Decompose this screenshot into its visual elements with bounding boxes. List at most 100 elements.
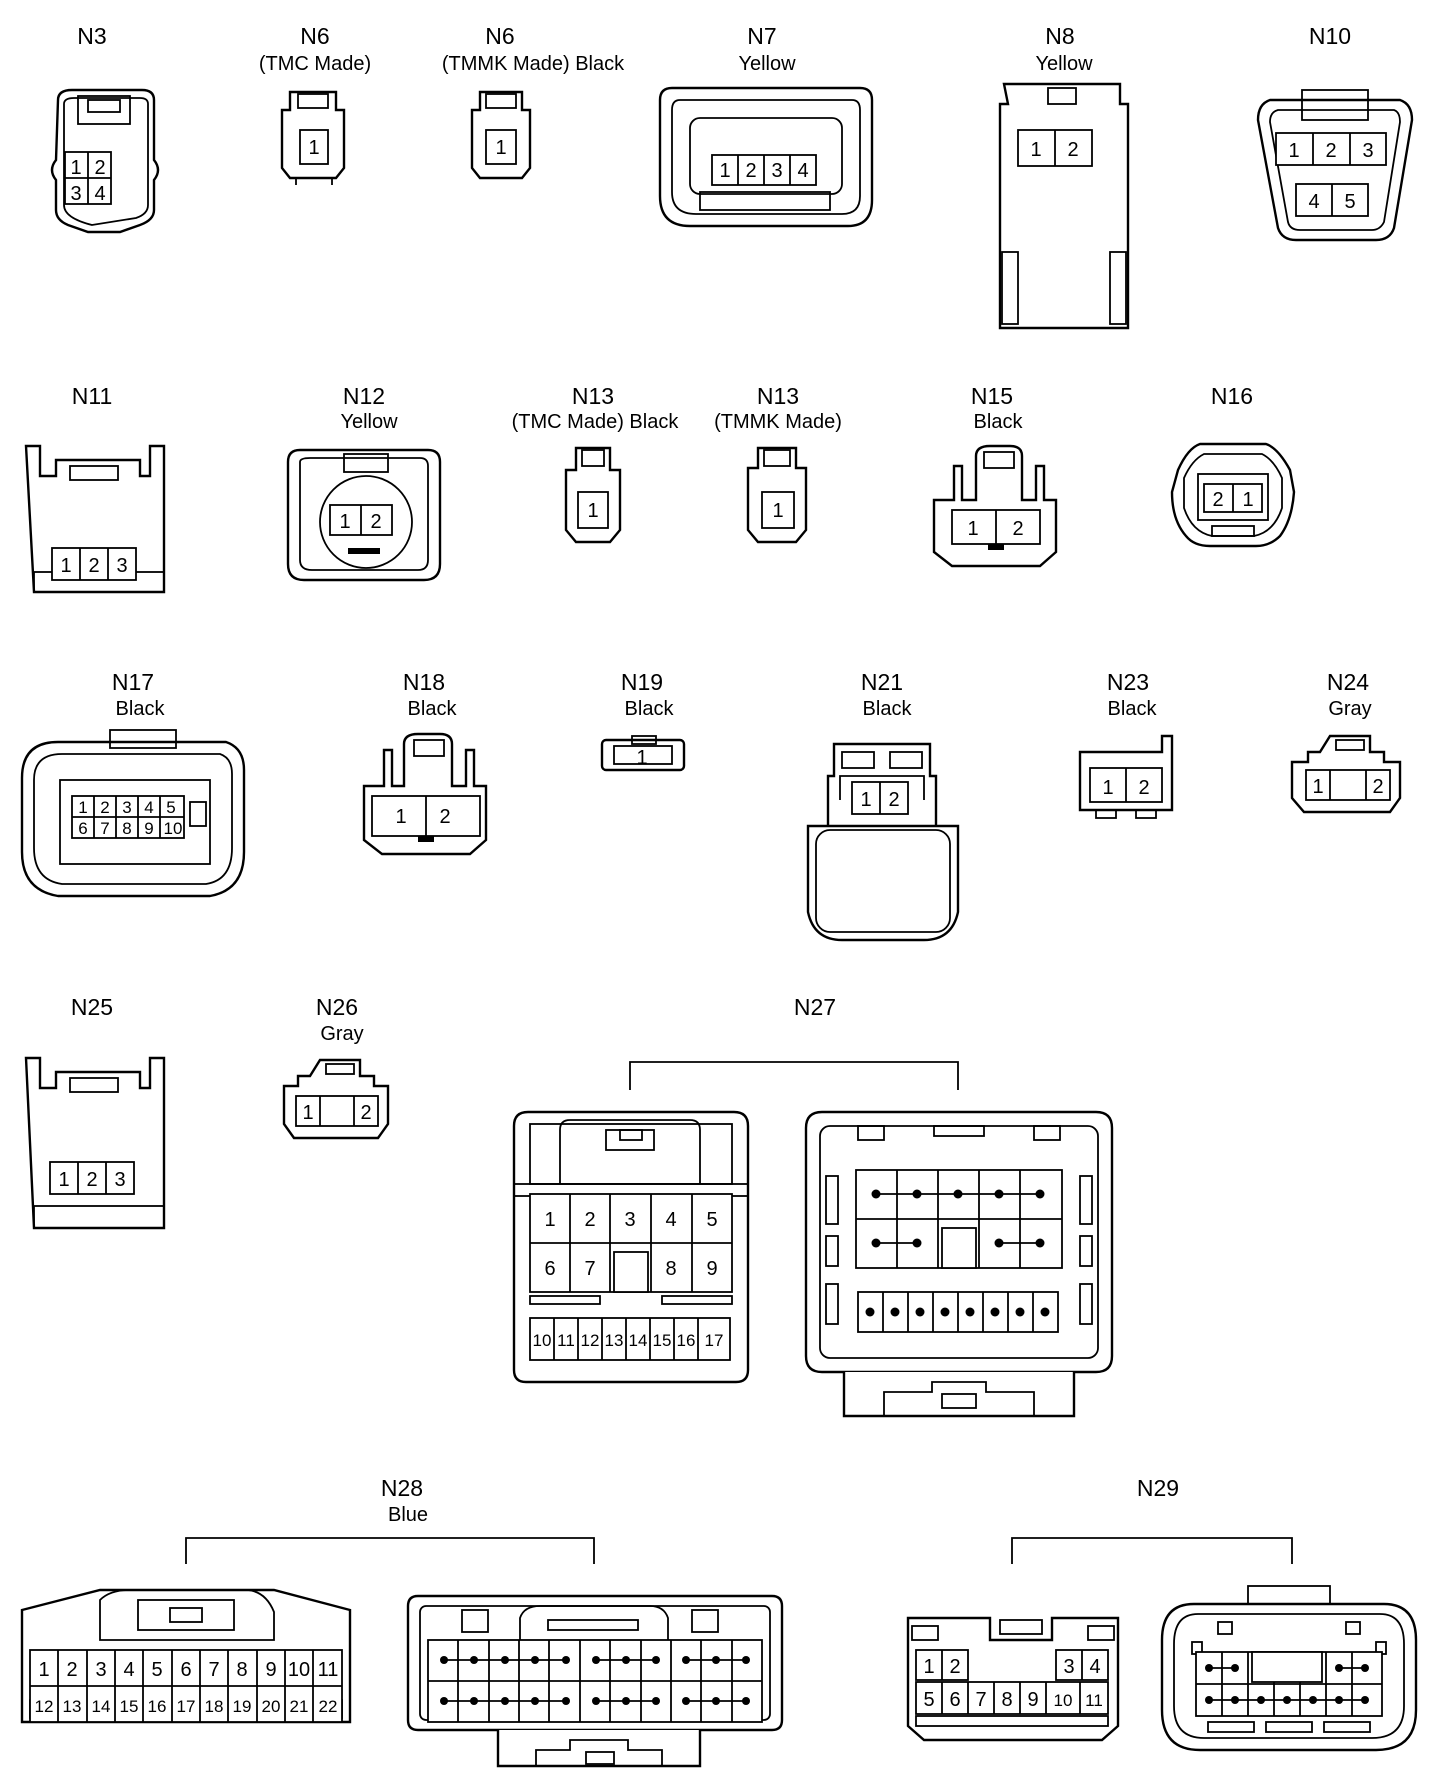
pin-label: 17 — [705, 1331, 724, 1350]
pin-label: 2 — [745, 160, 756, 182]
pin-label: 2 — [94, 157, 105, 179]
pin-label: 1 — [967, 518, 978, 540]
connector-n15: N15 Black 1 2 — [932, 383, 1058, 568]
pin-label: 6 — [78, 819, 87, 838]
connector-sublabel: Yellow — [340, 411, 398, 433]
connector-n7: N7 Yellow 1 2 3 4 — [658, 23, 874, 228]
pin-label: 6 — [180, 1659, 191, 1681]
pin-label: 16 — [148, 1697, 167, 1716]
pin-label: 6 — [544, 1258, 555, 1280]
pin-label: 10 — [533, 1331, 552, 1350]
pin-label: 2 — [370, 511, 381, 533]
connector-n27: N27 1 2 3 4 5 6 7 8 9 10 11 12 13 14 15 … — [512, 994, 1114, 1418]
connector-n24: N24 Gray 1 2 — [1290, 669, 1402, 814]
pin-label: 14 — [92, 1697, 111, 1716]
pin-label: 1 — [58, 1169, 69, 1191]
pin-label: 7 — [975, 1689, 986, 1711]
pin-label: 3 — [114, 1169, 125, 1191]
pin-label: 21 — [290, 1697, 309, 1716]
pin-label: 2 — [1372, 776, 1383, 798]
connector-sublabel: Blue — [388, 1504, 428, 1526]
pin-label: 5 — [166, 798, 175, 817]
connector-n17: N17 Black 1 2 3 4 5 6 7 8 9 10 — [20, 669, 246, 898]
connector-sublabel: Black — [625, 698, 675, 720]
pin-label: 1 — [38, 1659, 49, 1681]
connector-sublabel: (TMMK Made) Black — [442, 53, 625, 75]
connector-id-label: N12 — [343, 383, 385, 409]
pin-label: 11 — [318, 1659, 339, 1681]
connector-id-label: N29 — [1137, 1475, 1179, 1501]
pin-label: 1 — [1288, 140, 1299, 162]
pin-label: 1 — [339, 511, 350, 533]
pin-label: 3 — [116, 555, 127, 577]
connector-id-label: N25 — [71, 994, 113, 1020]
pin-label: 13 — [605, 1331, 624, 1350]
pin-label: 1 — [495, 137, 506, 159]
pin-label: 17 — [177, 1697, 196, 1716]
pin-label: 7 — [208, 1659, 219, 1681]
connector-n21: N21 Black 1 2 — [806, 669, 960, 942]
connector-sublabel: Gray — [1328, 698, 1371, 720]
connector-n3: N3 1 2 3 4 — [50, 23, 160, 234]
connector-sublabel: (TMC Made) Black — [512, 411, 680, 433]
connector-n23: N23 Black 1 2 — [1078, 669, 1174, 819]
pin-label: 14 — [629, 1331, 648, 1350]
connector-n29: N29 1 2 3 4 5 6 7 8 9 10 11 — [906, 1475, 1418, 1752]
pin-label: 1 — [1312, 776, 1323, 798]
connector-n8: N8 Yellow 1 2 — [998, 23, 1130, 330]
connector-id-label: N17 — [112, 669, 154, 695]
connector-sublabel: Black — [116, 698, 166, 720]
connector-id-label: N18 — [403, 669, 445, 695]
pin-label: 4 — [144, 798, 153, 817]
connector-n19: N19 Black 1 — [600, 669, 686, 772]
pin-label: 9 — [144, 819, 153, 838]
pin-label: 4 — [123, 1659, 134, 1681]
pin-label: 13 — [63, 1697, 82, 1716]
pin-label: 8 — [1001, 1689, 1012, 1711]
pin-label: 2 — [360, 1102, 371, 1124]
pin-label: 22 — [319, 1697, 338, 1716]
pin-label: 3 — [70, 183, 81, 205]
connector-id-label: N27 — [794, 994, 836, 1020]
connector-n10: N10 1 2 3 4 5 — [1256, 23, 1414, 242]
pin-label: 12 — [581, 1331, 600, 1350]
connector-id-label: N16 — [1211, 383, 1253, 409]
pin-label: 2 — [1325, 140, 1336, 162]
connector-id-label: N15 — [971, 383, 1013, 409]
pin-label: 1 — [302, 1102, 313, 1124]
pin-label: 8 — [665, 1258, 676, 1280]
pin-label: 2 — [439, 806, 450, 828]
connector-sublabel: Gray — [320, 1023, 363, 1045]
pin-label: 12 — [35, 1697, 54, 1716]
pin-label: 4 — [797, 160, 808, 182]
connector-id-label: N10 — [1309, 23, 1351, 49]
connector-sublabel: Black — [863, 698, 913, 720]
connector-n13-tmc: N13 (TMC Made) Black 1 — [512, 383, 680, 544]
connector-id-label: N13 — [572, 383, 614, 409]
connector-id-label: N7 — [747, 23, 776, 49]
connector-sublabel: (TMMK Made) — [714, 411, 842, 433]
connector-id-label: N26 — [316, 994, 358, 1020]
connector-n12: N12 Yellow 1 2 — [286, 383, 442, 582]
pin-label: 1 — [636, 747, 647, 769]
connector-sublabel: Yellow — [738, 53, 796, 75]
pin-label: 7 — [100, 819, 109, 838]
pin-label: 11 — [557, 1331, 575, 1350]
connector-sublabel: (TMC Made) — [259, 53, 371, 75]
pin-label: 1 — [1242, 489, 1253, 511]
pin-label: 1 — [395, 806, 406, 828]
connector-id-label: N8 — [1045, 23, 1074, 49]
pin-label: 1 — [1030, 139, 1041, 161]
pin-label: 16 — [677, 1331, 696, 1350]
pin-label: 4 — [1089, 1656, 1100, 1678]
pin-label: 1 — [70, 157, 81, 179]
connector-n11: N11 1 2 3 — [24, 383, 166, 594]
pin-label: 1 — [772, 500, 783, 522]
pin-label: 1 — [1102, 777, 1113, 799]
pin-label: 11 — [1085, 1691, 1103, 1710]
connector-id-label: N11 — [72, 383, 113, 409]
pin-label: 4 — [1308, 191, 1319, 213]
pin-label: 8 — [122, 819, 131, 838]
connector-sublabel: Black — [1108, 698, 1158, 720]
